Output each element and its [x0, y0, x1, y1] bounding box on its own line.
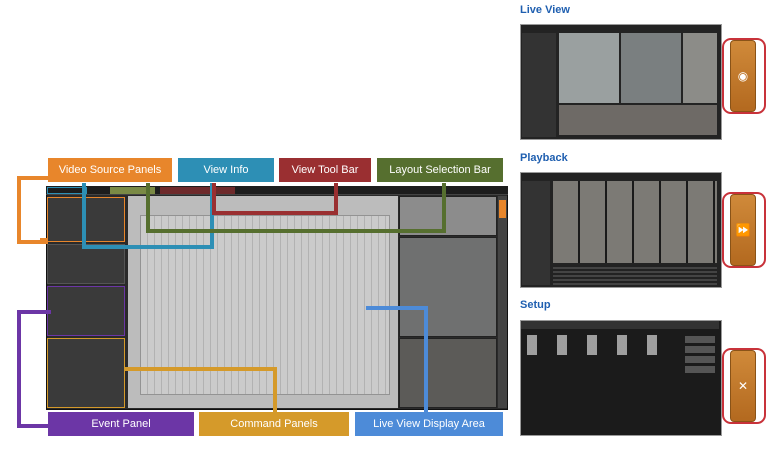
- setup-button[interactable]: ✕: [730, 350, 756, 422]
- event-panel-area: [47, 286, 125, 336]
- connector-orange: [17, 176, 48, 244]
- connector-gold: [125, 367, 277, 412]
- label-video-source-panels: Video Source Panels: [48, 158, 172, 182]
- label-event-panel: Event Panel: [48, 412, 194, 436]
- eye-icon: ◉: [737, 69, 749, 83]
- section-title-playback: Playback: [520, 152, 568, 164]
- view-info-box: [47, 187, 87, 194]
- tools-icon: ✕: [737, 379, 749, 393]
- callout-setup: [722, 348, 766, 424]
- label-view-tool-bar: View Tool Bar: [279, 158, 371, 182]
- right-tab-strip[interactable]: [498, 196, 507, 408]
- thumb-live-cam-3: [683, 33, 717, 103]
- command-panel-area: [47, 338, 125, 408]
- callout-playback: [722, 192, 766, 268]
- thumb-playback: [520, 172, 722, 288]
- thumb-live-left-panel: [522, 33, 556, 137]
- thumb-playback-grid: [553, 181, 717, 263]
- section-title-setup: Setup: [520, 299, 551, 311]
- connector-orange-tip: [40, 238, 48, 242]
- tab-accent: [499, 200, 506, 218]
- connector-blue: [366, 306, 428, 412]
- fast-forward-icon: ⏩: [735, 223, 751, 237]
- label-live-view-display-area: Live View Display Area: [355, 412, 503, 436]
- video-source-panel: [47, 197, 125, 242]
- playback-button[interactable]: ⏩: [730, 194, 756, 266]
- connector-green: [146, 183, 446, 233]
- label-layout-selection-bar: Layout Selection Bar: [377, 158, 503, 182]
- label-command-panels: Command Panels: [199, 412, 349, 436]
- camera-tile-3[interactable]: [399, 338, 497, 408]
- live-view-button[interactable]: ◉: [730, 40, 756, 112]
- thumb-setup: [520, 320, 722, 436]
- thumb-setup-menubar: [521, 321, 719, 329]
- video-source-panel-2: [47, 244, 125, 284]
- thumb-live-cam-2: [621, 33, 681, 103]
- thumb-playback-left-panel: [522, 181, 550, 285]
- callout-live-view: [722, 38, 766, 114]
- view-toolbar-strip: [46, 186, 508, 195]
- thumb-live-cam-1: [559, 33, 619, 103]
- layout-selection-buttons: [110, 187, 155, 194]
- thumb-setup-icons: [527, 335, 677, 355]
- thumb-live-view: [520, 24, 722, 140]
- thumb-playback-timeline: [553, 265, 717, 285]
- connector-teal: [82, 183, 214, 249]
- camera-tile-2[interactable]: [399, 237, 497, 337]
- view-tool-buttons: [160, 187, 235, 194]
- connector-purple: [17, 310, 51, 428]
- label-view-info: View Info: [178, 158, 274, 182]
- connector-red: [212, 183, 338, 215]
- thumb-setup-sidebar: [685, 333, 715, 373]
- thumb-live-cam-4: [559, 105, 717, 135]
- section-title-live-view: Live View: [520, 4, 570, 16]
